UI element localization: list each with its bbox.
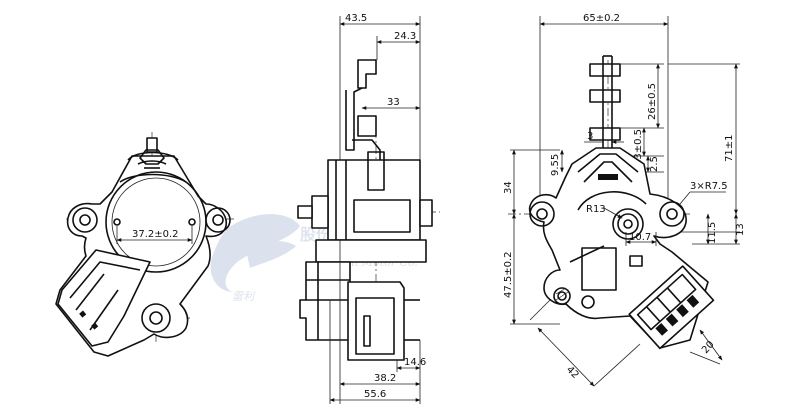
right-dim-rack-pitch: 26±0.5: [647, 83, 658, 120]
mid-dim-mid-width: 33: [387, 97, 400, 108]
left-connector-pin-1: [79, 310, 87, 318]
right-connector-top: [636, 273, 697, 331]
mid-rack-bar: [345, 87, 363, 151]
mid-left-tab: [311, 195, 329, 229]
mid-lower-body: [315, 239, 427, 263]
left-lug-right-outer: [205, 207, 231, 233]
mid-rack-tooth-top: [357, 59, 377, 89]
left-small-hole-left: [113, 218, 121, 226]
right-gear-segment: [598, 174, 618, 180]
watermark-logo: [210, 214, 300, 292]
right-rack-tooth-1: [589, 63, 621, 77]
right-motor-box: [581, 247, 617, 291]
left-connector-pin-2: [91, 322, 99, 330]
mid-top-boss: [367, 151, 385, 191]
mid-right-tab: [419, 199, 433, 227]
right-lug-bottom-hatch-1: [555, 291, 569, 301]
mid-left-tab-small: [297, 205, 313, 219]
mid-body-panel: [353, 199, 411, 233]
right-dim-42-line: [537, 327, 595, 387]
left-lug-bottom-hole: [149, 311, 163, 325]
right-dim-20-line: [699, 329, 723, 361]
mid-connector-slot: [363, 315, 371, 347]
right-r13-leader: [603, 207, 623, 219]
right-dim-115: 11.5: [707, 222, 718, 244]
right-view: 65±0.2 26±0.5 13±0.5 71±1 3 9.55 2.: [503, 13, 746, 387]
right-dim-r13: R13: [586, 204, 606, 215]
right-dim-top-width: 65±0.2: [583, 13, 620, 24]
right-inner-boss: [581, 295, 595, 309]
middle-view: 43.5 24.3 33: [297, 13, 440, 404]
right-top-arch-inner: [583, 161, 633, 183]
right-lug-right-hole: [666, 208, 678, 220]
watermark-signature: 雷利: [232, 290, 256, 303]
left-lug-right-hole: [212, 214, 224, 226]
right-dim-total-height: 71±1: [724, 135, 735, 162]
left-shaft-arc: [137, 160, 167, 165]
right-connector-div-1: [645, 306, 661, 323]
right-lug-bottom-outer: [553, 287, 571, 305]
right-dim-rack-lower: 13±0.5: [633, 129, 644, 166]
left-top-arc: [119, 173, 187, 183]
right-hub-inner: [623, 219, 633, 229]
right-connector-div-3: [666, 287, 682, 304]
right-r13-arc: [577, 191, 647, 211]
left-connector-housing: [57, 249, 151, 347]
left-dim-hole-spacing: 37.2±0.2: [132, 229, 179, 240]
right-lug-left-outer: [529, 201, 555, 227]
right-dim-13: 13: [735, 223, 746, 236]
right-leader-radius: [679, 191, 691, 205]
right-connector-div-2: [656, 296, 671, 313]
mid-connector-inner: [355, 297, 395, 355]
right-dim-955: 9.55: [550, 154, 561, 176]
right-dim-small-3: 3: [587, 131, 593, 142]
right-lug-bottom-hatch-2: [555, 287, 567, 295]
right-dim-107: 10.7: [629, 232, 651, 243]
right-connector-pin-2: [665, 313, 679, 327]
mid-base: [299, 261, 351, 341]
right-top-arch: [577, 153, 639, 173]
right-hub-outer: [617, 213, 639, 235]
mid-dim-upper-width: 24.3: [394, 31, 416, 42]
right-ext-42: [593, 343, 641, 387]
left-lug-bottom-outer: [141, 303, 171, 333]
right-ext-42-l: [529, 299, 551, 321]
right-dim-475: 47.5±0.2: [503, 251, 514, 298]
right-small-rect: [629, 255, 643, 267]
mid-rack-tooth-mid: [357, 115, 377, 137]
right-rack-tooth-2: [589, 89, 621, 103]
right-dim-20: 20: [700, 339, 717, 356]
mid-connector: [347, 281, 405, 361]
mid-dim-bottom-mid: 38.2: [374, 373, 396, 384]
right-lug-right-outer: [659, 201, 685, 227]
mid-rack-base: [352, 139, 381, 160]
left-view: 37.2±0.2: [55, 132, 236, 357]
right-dim-42: 42: [564, 364, 581, 381]
right-rack-tooth-3: [589, 127, 621, 141]
right-lug-bottom-hole: [557, 291, 567, 301]
right-ext-20: [689, 351, 721, 365]
left-shaft-hub: [139, 149, 165, 165]
left-connector-inner-1: [69, 261, 141, 299]
left-lug-left-outer: [72, 207, 98, 233]
right-connector-pin-1: [655, 323, 668, 336]
left-small-hole-right: [188, 218, 196, 226]
left-connector-inner-2: [75, 273, 105, 311]
right-connector-pin-3: [676, 304, 689, 318]
mid-dim-bottom-total: 55.6: [364, 389, 386, 400]
left-shaft: [146, 137, 158, 153]
left-body-circle-inner: [111, 177, 201, 267]
right-inner-line: [569, 245, 605, 263]
right-dim-25: 2.5: [649, 156, 660, 172]
left-lug-left-hole: [79, 214, 91, 226]
right-connector: [628, 265, 715, 350]
right-connector-pin-4: [686, 294, 700, 308]
mid-dim-bottom-small: 14.6: [404, 357, 426, 368]
right-hub-ring: [612, 208, 644, 240]
mid-dim-top-width: 43.5: [345, 13, 367, 24]
right-dim-34: 34: [503, 181, 514, 194]
right-lug-left-hole: [536, 208, 548, 220]
right-dim-radius-hole: 3×R7.5: [690, 181, 728, 192]
